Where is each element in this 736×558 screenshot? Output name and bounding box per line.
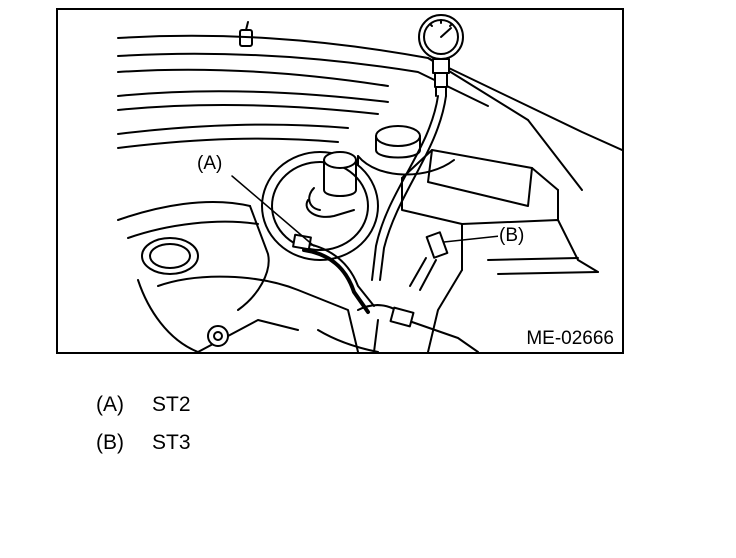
- leader-line-b: [443, 235, 501, 243]
- hood-lines: [117, 34, 622, 191]
- legend-row-a: (A) ST2: [96, 386, 191, 424]
- battery-block: [401, 149, 599, 352]
- callout-b: (B): [498, 225, 526, 246]
- small-reservoir: [305, 151, 357, 218]
- engine-bay-drawing: [117, 14, 622, 352]
- legend-row-b: (B) ST3: [96, 424, 191, 462]
- hose-clip: [239, 21, 253, 47]
- lower-fitting: [357, 304, 479, 352]
- figure-id-label: ME-02666: [524, 328, 616, 349]
- brake-booster: [261, 151, 379, 261]
- engine-left: [117, 201, 379, 352]
- legend-value: ST2: [152, 393, 191, 416]
- legend-value: ST3: [152, 431, 191, 454]
- leader-lines: [231, 175, 501, 247]
- callout-a: (A): [196, 153, 224, 174]
- adapter-b: [409, 231, 449, 291]
- legend-key: (B): [96, 431, 124, 454]
- leader-line-a: [231, 175, 315, 247]
- engine-bay-illustration: (A) (B) ME-02666: [56, 8, 624, 354]
- legend-key: (A): [96, 393, 124, 416]
- legend: (A) ST2 (B) ST3: [96, 386, 191, 462]
- reservoir: [357, 125, 455, 181]
- pressure-gauge: [418, 14, 464, 97]
